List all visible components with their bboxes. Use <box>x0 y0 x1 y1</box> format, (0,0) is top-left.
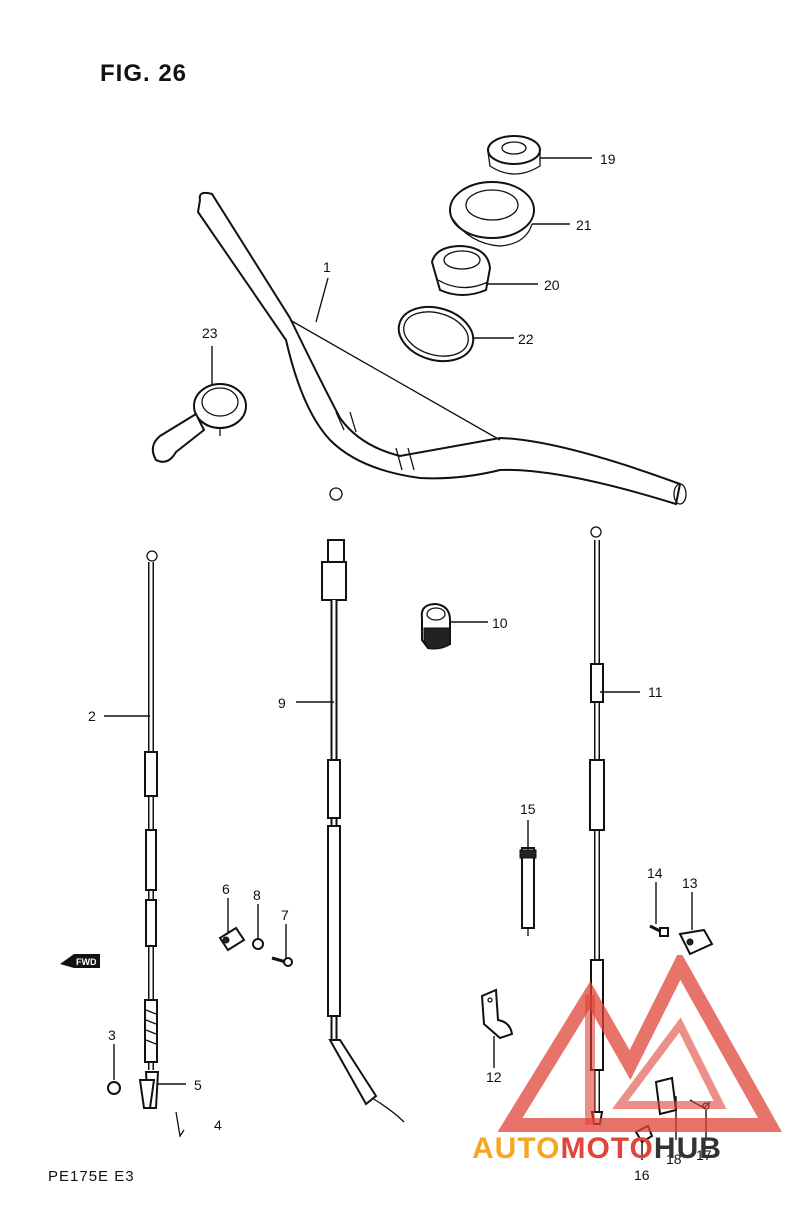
fwd-arrow-icon: FWD <box>60 954 100 968</box>
callout-7: 7 <box>281 907 289 923</box>
figure-title: FIG. 26 <box>100 60 188 87</box>
callout-22: 22 <box>518 331 534 347</box>
callout-13: 13 <box>682 875 698 891</box>
callout-12: 12 <box>486 1069 502 1085</box>
callout-19: 19 <box>600 151 616 167</box>
watermark-moto: MOTO <box>560 1132 654 1165</box>
seal-holder-part-21 <box>449 181 535 247</box>
callout-17: 17 <box>696 1147 712 1163</box>
callout-18: 18 <box>666 1151 682 1167</box>
leader-lines <box>104 157 707 1160</box>
clamp-part-10 <box>420 602 451 650</box>
clamp-part-13 <box>678 928 714 956</box>
nut-part-3 <box>107 1081 121 1095</box>
callout-9: 9 <box>278 695 286 711</box>
callout-labels: 1 2 3 4 5 6 7 8 9 10 11 12 13 14 15 16 1… <box>88 151 712 1183</box>
callout-10: 10 <box>492 615 508 631</box>
watermark-hub: HUB <box>653 1132 722 1165</box>
model-code: PE175E E3 <box>48 1168 135 1185</box>
callout-21: 21 <box>576 217 592 233</box>
callout-15: 15 <box>520 801 536 817</box>
handlebar-nut-part-19 <box>487 135 541 175</box>
cable-part-2 <box>144 550 160 1109</box>
callout-14: 14 <box>647 865 663 881</box>
fwd-label: FWD <box>76 957 97 967</box>
callout-4: 4 <box>214 1117 222 1133</box>
callout-8: 8 <box>253 887 261 903</box>
pin-part-4 <box>175 1111 185 1138</box>
adjuster-part-5 <box>138 1079 156 1109</box>
callout-3: 3 <box>108 1027 116 1043</box>
callout-6: 6 <box>222 881 230 897</box>
watermark-text: AUTOMOTOHUB <box>472 1132 722 1166</box>
callout-23: 23 <box>202 325 218 341</box>
callout-2: 2 <box>88 708 96 724</box>
nut-part-8 <box>252 938 264 950</box>
throttle-grip-part-23 <box>151 383 247 463</box>
holder-part-6 <box>218 926 246 952</box>
callout-5: 5 <box>194 1077 202 1093</box>
callout-11: 11 <box>648 684 663 700</box>
bushing-part-20 <box>430 244 492 296</box>
o-ring-part-22 <box>397 305 475 363</box>
bracket-part-12 <box>480 988 514 1040</box>
handlebar-part-1 <box>196 191 687 506</box>
watermark-logo-icon <box>497 955 782 1132</box>
boot-part-15 <box>519 847 537 936</box>
screw-part-7 <box>271 956 293 967</box>
callout-20: 20 <box>544 277 560 293</box>
callout-1: 1 <box>323 259 331 275</box>
cable-part-9 <box>321 487 405 1123</box>
bolt-part-14 <box>649 924 669 937</box>
callout-16: 16 <box>634 1167 650 1183</box>
watermark-auto: AUTO <box>472 1132 561 1165</box>
